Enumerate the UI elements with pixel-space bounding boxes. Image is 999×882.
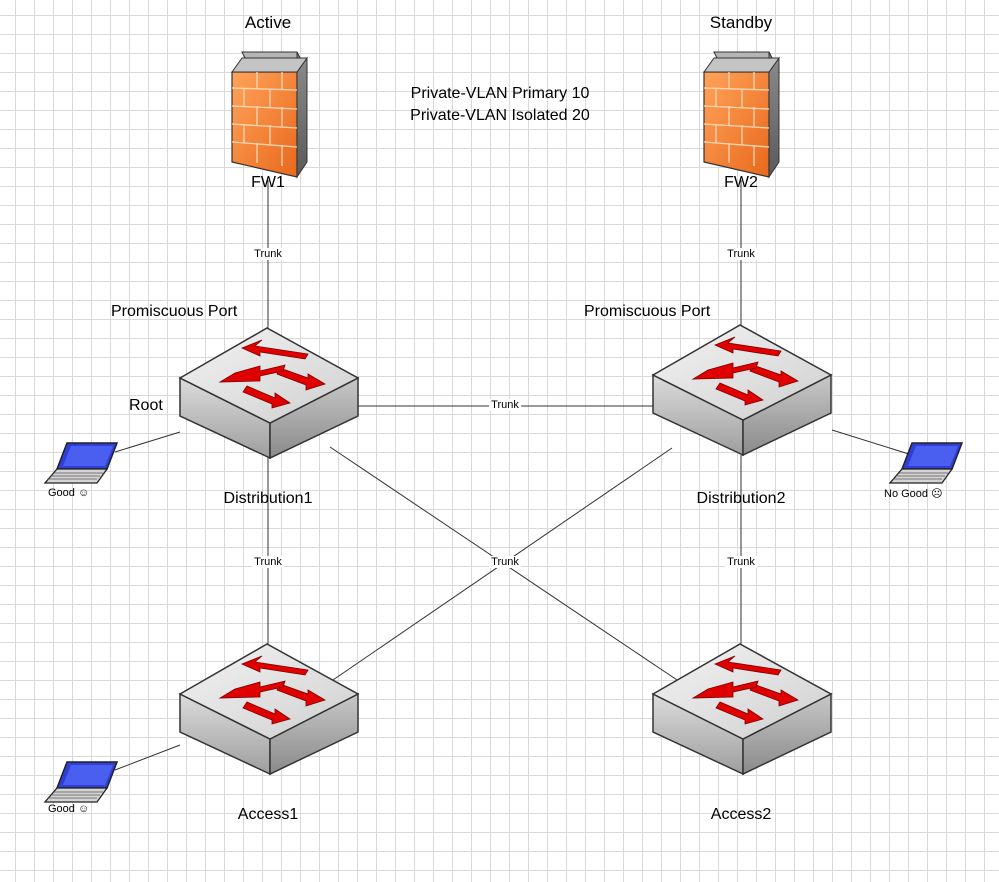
- fw2-firewall-icon[interactable]: [703, 51, 780, 178]
- vlan-primary-note: Private-VLAN Primary 10: [410, 85, 590, 102]
- fw2-name-label: FW2: [724, 174, 758, 191]
- host-distribution1-laptop-icon[interactable]: [44, 442, 118, 484]
- link-access1-host: [114, 744, 181, 771]
- vlan-notes: Private-VLAN Primary 10 Private-VLAN Iso…: [410, 83, 590, 127]
- link-distribution2-host: [831, 429, 913, 456]
- trunk-label-cross: Trunk: [489, 556, 521, 568]
- distribution2-switch-icon[interactable]: [652, 324, 832, 456]
- host-distribution1-status: Good ☺: [48, 487, 90, 499]
- fw2-state-label: Standby: [709, 13, 773, 32]
- fw1-state-label: Active: [244, 13, 292, 32]
- host-distribution2-laptop-icon[interactable]: [889, 442, 963, 484]
- host-access1-laptop-icon[interactable]: [44, 761, 118, 803]
- distribution2-port-label: Promiscuous Port: [584, 303, 711, 320]
- link-distribution1-host: [114, 431, 181, 453]
- trunk-label-dist1-dist2: Trunk: [489, 399, 521, 411]
- fw1-name-label: FW1: [251, 174, 285, 191]
- distribution2-name-label: Distribution2: [696, 490, 786, 507]
- host-access1-status: Good ☺: [48, 803, 90, 815]
- host-distribution2-status: No Good ☹: [884, 488, 943, 500]
- distribution1-switch-icon[interactable]: [179, 327, 359, 459]
- trunk-label-dist2-access2: Trunk: [725, 556, 757, 568]
- access1-name-label: Access1: [237, 806, 299, 823]
- access2-switch-icon[interactable]: [652, 643, 832, 775]
- fw1-firewall-icon[interactable]: [231, 51, 308, 178]
- distribution1-port-label: Promiscuous Port: [111, 303, 238, 320]
- distribution1-name-label: Distribution1: [223, 490, 313, 507]
- vlan-isolated-note: Private-VLAN Isolated 20: [410, 107, 590, 124]
- access2-name-label: Access2: [710, 806, 772, 823]
- trunk-label-dist1-access1: Trunk: [252, 556, 284, 568]
- distribution1-root-label: Root: [129, 397, 163, 414]
- trunk-label-fw1: Trunk: [252, 248, 284, 260]
- access1-switch-icon[interactable]: [179, 643, 359, 775]
- trunk-label-fw2: Trunk: [725, 248, 757, 260]
